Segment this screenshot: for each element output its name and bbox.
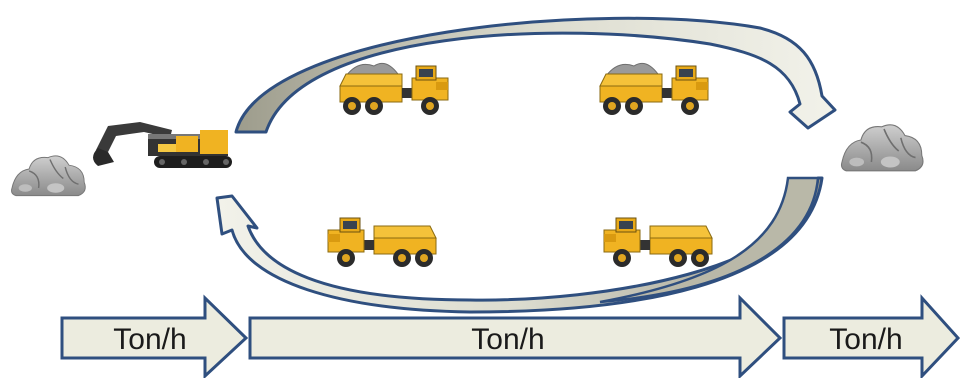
haul-loop-upper-arrow: [234, 16, 837, 134]
articulated-dump-truck-icon: [327, 217, 437, 268]
rock-pile-icon: [10, 155, 86, 197]
flow-label-dumping: Ton/h: [829, 323, 902, 356]
flow-arrow-hauling: Ton/h: [248, 294, 783, 378]
flow-label-hauling: Ton/h: [471, 323, 544, 356]
haul-loop-lower-arrow: [215, 176, 824, 314]
articulated-dump-truck-icon: [340, 63, 448, 115]
articulated-dump-truck-icon: [600, 63, 708, 115]
flow-arrow-dumping: Ton/h: [782, 294, 960, 378]
flow-label-loading: Ton/h: [113, 323, 186, 356]
excavator-icon: [93, 122, 232, 168]
rock-pile-icon: [840, 123, 924, 172]
flow-arrow-loading: Ton/h: [60, 294, 249, 378]
articulated-dump-truck-icon: [603, 217, 713, 268]
